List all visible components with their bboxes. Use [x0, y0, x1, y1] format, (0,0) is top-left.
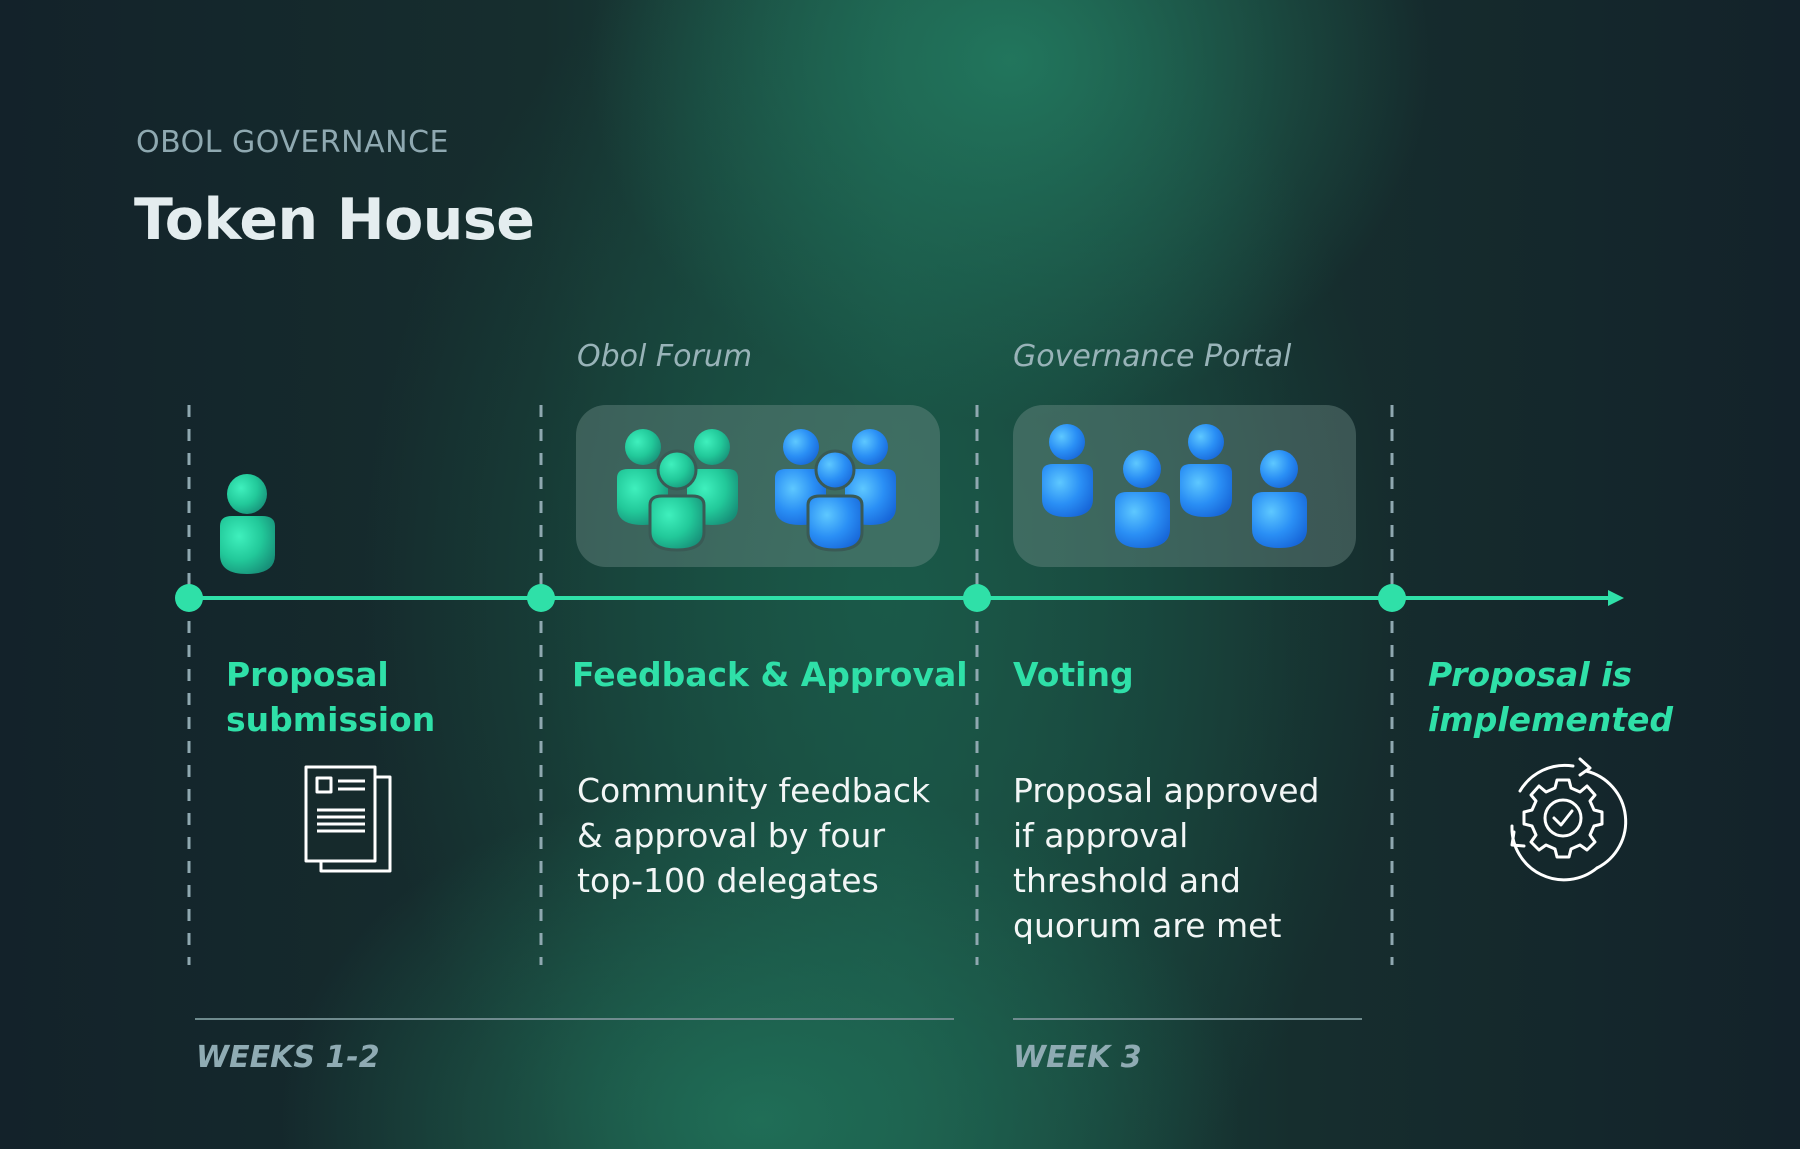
teal-group-icon	[617, 429, 738, 552]
blue-group-icon	[775, 429, 896, 552]
description-line: threshold and	[1013, 861, 1241, 900]
voters-icon	[1042, 424, 1307, 548]
phase-title-implemented: Proposal is implemented	[1428, 652, 1673, 742]
period-label-week-3: WEEK 3	[1013, 1040, 1142, 1075]
description-line: quorum are met	[1013, 906, 1282, 945]
phase-title-line: implemented	[1428, 700, 1674, 739]
description-line: top-100 delegates	[577, 861, 879, 900]
phase-title-line: Feedback & Approval	[572, 655, 968, 694]
phase-title-line: Proposal is	[1428, 655, 1633, 694]
description-line: Community feedback	[577, 771, 931, 810]
period-label-weeks-1-2: WEEKS 1-2	[196, 1040, 380, 1075]
phase-title-line: Voting	[1013, 655, 1134, 694]
phase-description-voting: Proposal approved if approval threshold …	[1013, 768, 1320, 948]
gear-check-cycle-icon	[1510, 757, 1628, 882]
timeline-node-1	[175, 584, 203, 612]
timeline-arrow-icon	[1608, 590, 1624, 606]
description-line: if approval	[1013, 816, 1189, 855]
phase-title-line: submission	[226, 700, 436, 739]
phase-title-submission: Proposal submission	[226, 652, 435, 742]
period-divider-week-3	[1013, 1018, 1362, 1020]
platform-label-portal: Governance Portal	[1013, 339, 1292, 374]
phase-title-line: Proposal	[226, 655, 389, 694]
timeline-node-4	[1378, 584, 1406, 612]
description-line: Proposal approved	[1013, 771, 1320, 810]
phase-description-feedback: Community feedback & approval by four to…	[577, 768, 930, 903]
page-title: Token House	[134, 187, 535, 253]
eyebrow-label: OBOL GOVERNANCE	[136, 125, 449, 160]
document-icon	[304, 765, 392, 873]
platform-label-forum: Obol Forum	[577, 339, 753, 374]
timeline-node-2	[527, 584, 555, 612]
phase-title-voting: Voting	[1013, 652, 1134, 697]
phase-title-feedback: Feedback & Approval	[572, 652, 968, 697]
period-divider-weeks-1-2	[195, 1018, 954, 1020]
description-line: & approval by four	[577, 816, 886, 855]
timeline-node-3	[963, 584, 991, 612]
dashed-separators	[187, 405, 1394, 965]
proposer-person-icon	[220, 474, 275, 574]
